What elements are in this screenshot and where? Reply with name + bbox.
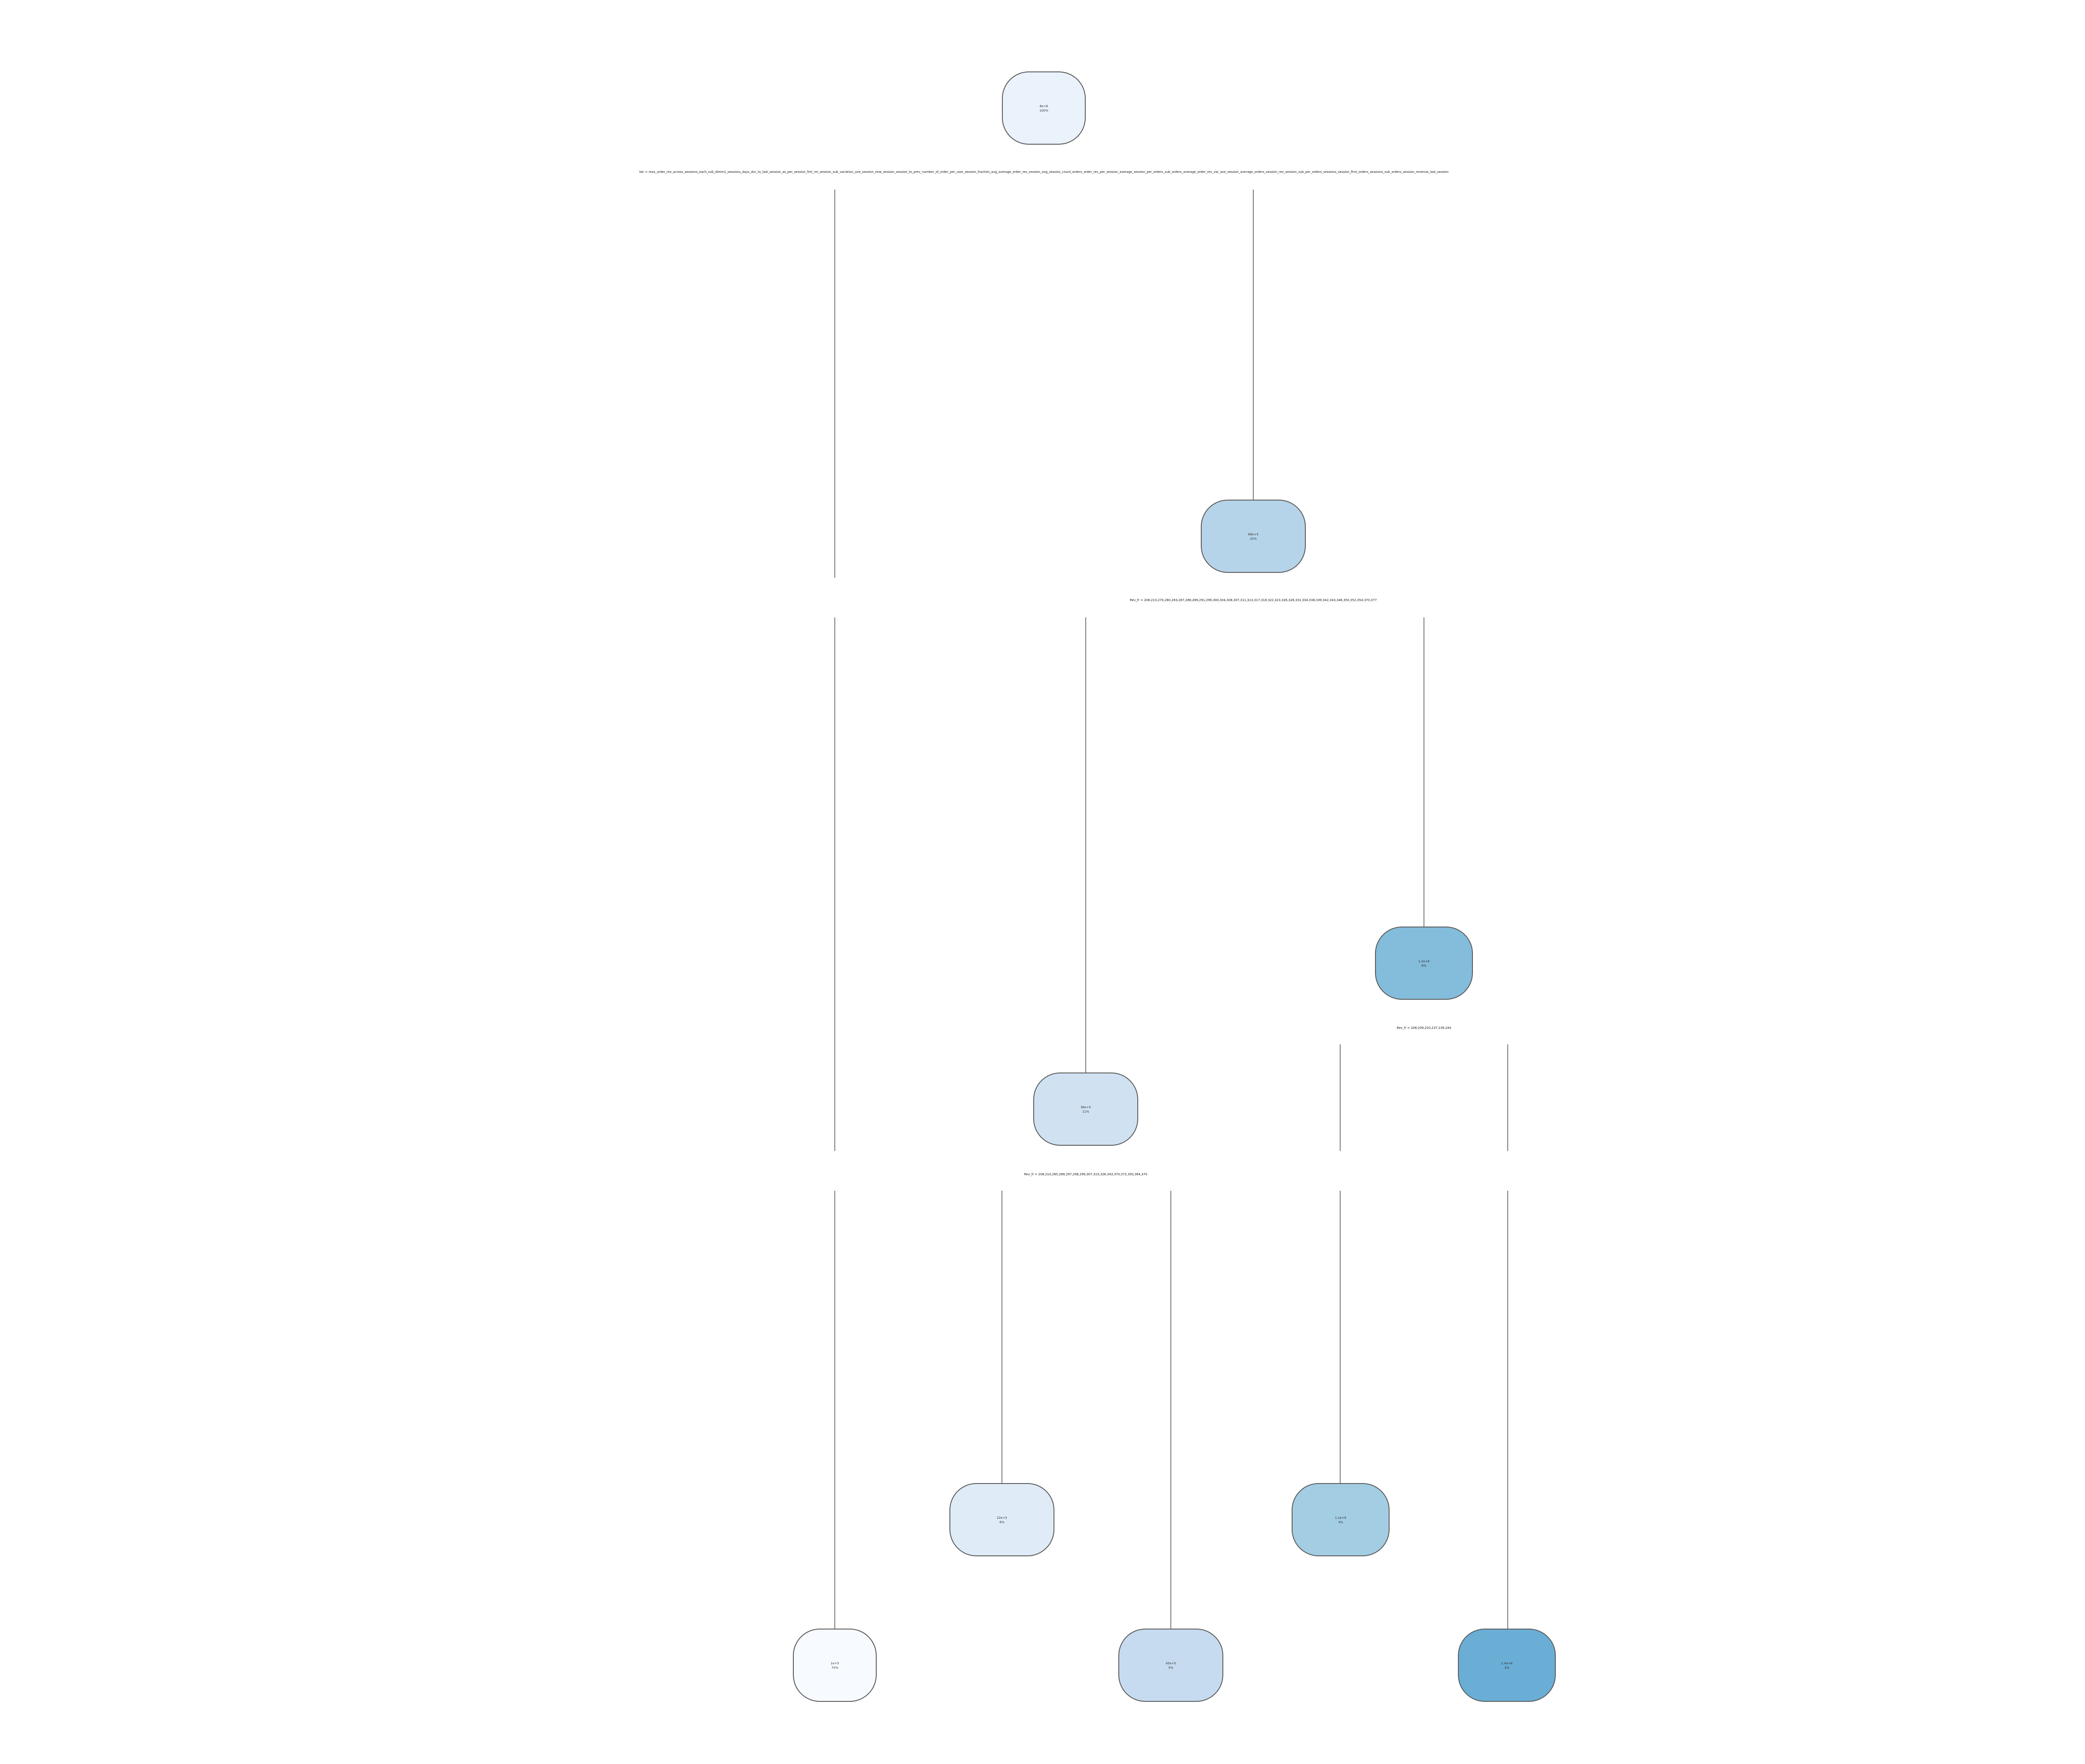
tree-nodes: 6e+6100%69e+525%1.2e+66%36e+511%22e+56%1… [793,71,1556,1702]
tree-node-value: 1.2e+6 [1418,960,1430,963]
split-condition-label: Var = max_order_rev_across_sessions_each… [639,170,1449,174]
tree-node-percent: 3% [1338,1521,1343,1524]
tree-node: 36e+511% [1033,1073,1138,1146]
tree-node-value: 1.1e+6 [1335,1516,1346,1520]
tree-node: 1.1e+63% [1292,1483,1390,1556]
tree-node-value: 1.4e+6 [1501,1662,1513,1665]
tree-node-percent: 25% [1250,537,1257,541]
tree-node-percent: 6% [1421,964,1426,968]
tree-node-box [1292,1483,1390,1556]
tree-node-percent: 100% [1039,109,1048,112]
tree-node-box [1033,1073,1138,1146]
tree-node-value: 6e+6 [1039,105,1048,108]
tree-node: 1.2e+66% [1375,927,1473,1000]
tree-node-percent: 3% [1504,1666,1509,1670]
tree-node-percent: 75% [831,1666,838,1670]
tree-node-box [1002,71,1086,145]
tree-node-percent: 11% [1082,1110,1089,1114]
tree-node-box [793,1629,877,1702]
tree-node-percent: 5% [1168,1666,1173,1670]
split-condition-label: Rev_fr = 208,210,285,289,297,298,299,307… [1024,1173,1147,1176]
tree-node-value: 69e+5 [1248,533,1259,536]
split-condition-label: Rev_fr = 208,209,220,237,239,244 [1397,1026,1451,1030]
tree-node-value: 1e+5 [830,1662,839,1665]
split-condition-label: Rev_fr = 208,210,270,280,283,287,288,289… [1130,598,1377,602]
tree-node-value: 45e+5 [1166,1662,1176,1665]
tree-node: 1e+575% [793,1629,877,1702]
tree-node-box [1201,500,1306,573]
split-labels: Var = max_order_rev_across_sessions_each… [639,170,1451,1176]
tree-node: 45e+55% [1118,1629,1223,1702]
tree-node: 22e+56% [949,1483,1054,1556]
tree-node-box [1458,1629,1556,1702]
tree-edges [834,190,1508,1629]
tree-node-value: 36e+5 [1080,1106,1091,1109]
tree-node-box [1375,927,1473,1000]
tree-node: 1.4e+63% [1458,1629,1556,1702]
tree-node-box [949,1483,1054,1556]
tree-node-box [1118,1629,1223,1702]
tree-node: 69e+525% [1201,500,1306,573]
tree-node-percent: 6% [999,1521,1004,1524]
tree-node-value: 22e+5 [997,1516,1007,1520]
